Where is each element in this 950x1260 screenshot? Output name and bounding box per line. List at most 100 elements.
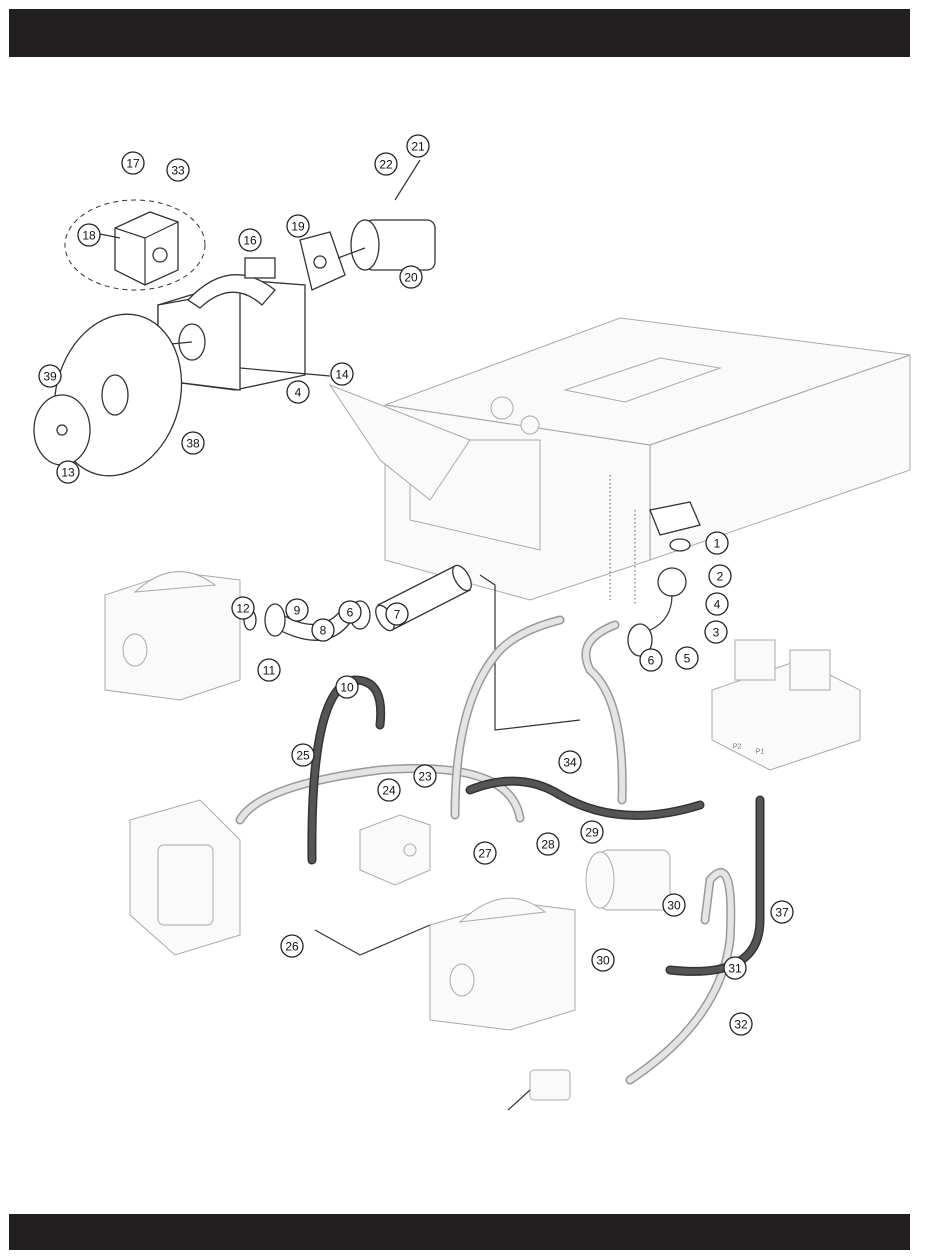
- callout-number: 20: [404, 271, 418, 285]
- lower-coupling-block: [359, 814, 431, 886]
- callout-30: 30: [662, 893, 686, 917]
- callout-circle: [166, 158, 190, 182]
- callout-circle: [413, 764, 437, 788]
- callout-circle: [708, 564, 732, 588]
- callout-31: 31: [723, 956, 747, 980]
- callout-number: 26: [285, 940, 299, 954]
- callout-13: 13: [56, 460, 80, 484]
- callout-11: 11: [257, 658, 281, 682]
- callout-30: 30: [591, 948, 615, 972]
- callout-circle: [335, 675, 359, 699]
- callout-circle: [280, 934, 304, 958]
- callout-8: 8: [311, 618, 335, 642]
- callout-circle: [591, 948, 615, 972]
- callout-circle: [338, 600, 362, 624]
- leader-line: [314, 924, 431, 956]
- callout-number: 17: [126, 157, 140, 171]
- flange-2: [627, 501, 701, 657]
- callout-number: 6: [648, 654, 655, 668]
- callout-circle: [580, 820, 604, 844]
- callout-16: 16: [238, 228, 262, 252]
- callout-38: 38: [181, 431, 205, 455]
- gear-pump-left: [104, 571, 241, 701]
- callout-number: 13: [61, 466, 75, 480]
- callout-circle: [257, 658, 281, 682]
- callout-circle: [705, 592, 729, 616]
- lower-motor: [585, 849, 671, 911]
- gear-pump-lower: [429, 897, 576, 1031]
- callout-18: 18: [77, 223, 101, 247]
- callout-32: 32: [729, 1012, 753, 1036]
- callout-circle: [56, 460, 80, 484]
- callout-number: 10: [340, 681, 354, 695]
- callout-1: 1: [705, 531, 729, 555]
- callout-circle: [662, 893, 686, 917]
- callout-circle: [285, 598, 309, 622]
- callout-circle: [473, 841, 497, 865]
- callout-circle: [729, 1012, 753, 1036]
- callout-number: 28: [541, 838, 555, 852]
- callout-number: 22: [379, 158, 393, 172]
- callout-3: 3: [704, 620, 728, 644]
- callout-5: 5: [675, 646, 699, 670]
- callout-34: 34: [558, 750, 582, 774]
- callout-20: 20: [399, 265, 423, 289]
- callout-4: 4: [705, 592, 729, 616]
- hydraulic-tank: [328, 317, 911, 601]
- callout-number: 7: [394, 608, 401, 622]
- callout-9: 9: [285, 598, 309, 622]
- callout-number: 4: [714, 598, 721, 612]
- callout-circle: [675, 646, 699, 670]
- callout-circle: [238, 228, 262, 252]
- callout-number: 6: [347, 606, 354, 620]
- callout-circle: [121, 151, 145, 175]
- callout-29: 29: [580, 820, 604, 844]
- hose-sleeve-7: [375, 564, 472, 632]
- callout-number: 18: [82, 229, 96, 243]
- callout-12: 12: [231, 596, 255, 620]
- callout-circle: [181, 431, 205, 455]
- callout-number: 5: [684, 652, 691, 666]
- callout-number: 24: [382, 784, 396, 798]
- callout-number: 8: [320, 624, 327, 638]
- callout-circle: [558, 750, 582, 774]
- callout-number: 19: [291, 220, 305, 234]
- callout-number: 29: [585, 826, 599, 840]
- port-label-p1: P1: [756, 749, 765, 756]
- callout-37: 37: [770, 900, 794, 924]
- callout-circle: [705, 531, 729, 555]
- callout-39: 39: [38, 364, 62, 388]
- callout-24: 24: [377, 778, 401, 802]
- callout-6: 6: [338, 600, 362, 624]
- callout-number: 12: [236, 602, 250, 616]
- callout-23: 23: [413, 764, 437, 788]
- callout-circle: [536, 832, 560, 856]
- port-label-p2: P2: [733, 744, 742, 751]
- callout-number: 11: [263, 664, 276, 678]
- callout-21: 21: [406, 134, 430, 158]
- callout-circle: [385, 602, 409, 626]
- callout-33: 33: [166, 158, 190, 182]
- callout-4: 4: [286, 380, 310, 404]
- callout-26: 26: [280, 934, 304, 958]
- callout-number: 23: [418, 770, 432, 784]
- footer-bar: [9, 1214, 910, 1250]
- callout-circle: [311, 618, 335, 642]
- callout-10: 10: [335, 675, 359, 699]
- callout-number: 25: [296, 749, 310, 763]
- callout-circle: [291, 743, 315, 767]
- callout-28: 28: [536, 832, 560, 856]
- control-panel: [129, 799, 241, 956]
- callout-number: 9: [294, 604, 301, 618]
- hose-37: [665, 795, 765, 976]
- callout-number: 1: [714, 537, 721, 551]
- callout-circle: [38, 364, 62, 388]
- callout-7: 7: [385, 602, 409, 626]
- callout-6: 6: [639, 648, 663, 672]
- callout-circle: [406, 134, 430, 158]
- mounting-plate-13: [33, 313, 183, 477]
- callout-number: 38: [186, 437, 200, 451]
- callout-number: 33: [171, 164, 185, 178]
